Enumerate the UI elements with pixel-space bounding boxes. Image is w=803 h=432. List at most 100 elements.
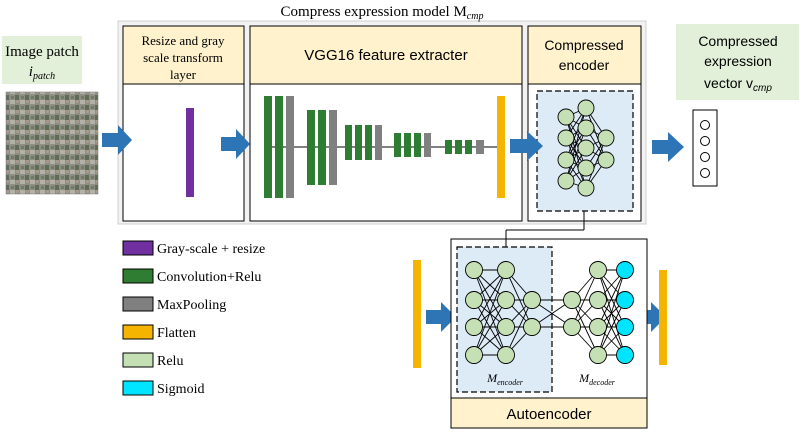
network-node bbox=[557, 108, 575, 126]
resize-label-1: Resize and gray bbox=[141, 33, 225, 48]
vgg-flatten-layer bbox=[497, 96, 505, 198]
legend-label: Sigmoid bbox=[157, 382, 204, 397]
autoencoder-output-flatten bbox=[659, 270, 667, 365]
legend-label: Relu bbox=[157, 354, 183, 369]
arrow-flatten-to-autoencoder bbox=[426, 302, 456, 332]
network-node bbox=[465, 346, 483, 364]
legend-swatch bbox=[122, 324, 154, 340]
arrow-encoder-to-vector bbox=[652, 132, 684, 162]
autoencoder-label: Autoencoder bbox=[506, 406, 591, 423]
legend: Gray-scale + resizeConvolution+ReluMaxPo… bbox=[122, 240, 265, 397]
arrow-resize-to-vgg bbox=[221, 129, 250, 159]
resize-label-3: layer bbox=[170, 67, 197, 82]
network-edge bbox=[473, 269, 507, 356]
network-edge bbox=[505, 299, 533, 356]
vector-node bbox=[700, 168, 710, 178]
network-node bbox=[616, 346, 634, 364]
image-patch-label: Image patch bbox=[5, 44, 79, 60]
legend-swatch bbox=[122, 352, 154, 368]
decoder-network-label: Mdecoder bbox=[578, 371, 616, 387]
model-title: Compress expression model Mcmp bbox=[281, 4, 484, 22]
resize-label-2: scale transform bbox=[143, 50, 223, 65]
network-node bbox=[497, 346, 515, 364]
network-edge bbox=[565, 107, 587, 182]
network-edge bbox=[571, 299, 599, 356]
network-node bbox=[465, 261, 483, 279]
network-node bbox=[465, 318, 483, 336]
network-edge bbox=[597, 269, 626, 328]
arrow-vgg-to-encoder bbox=[510, 131, 543, 161]
network-node bbox=[497, 291, 515, 309]
network-node bbox=[589, 291, 607, 309]
network-edge bbox=[571, 269, 599, 328]
network-node bbox=[577, 99, 595, 117]
network-node bbox=[563, 291, 581, 309]
image-patch-var: ipatch bbox=[29, 64, 55, 82]
vgg-block-3 bbox=[345, 125, 382, 160]
network-edge bbox=[505, 269, 533, 328]
vector-node bbox=[700, 152, 710, 162]
vector-label-1: Compressed bbox=[698, 33, 777, 49]
network-node bbox=[616, 291, 634, 309]
network-node bbox=[616, 261, 634, 279]
legend-swatch bbox=[122, 240, 154, 256]
vgg-block-1 bbox=[264, 96, 294, 198]
network-edge bbox=[473, 269, 507, 328]
network-edge bbox=[597, 299, 626, 356]
encoder-label-box bbox=[527, 25, 642, 85]
network-edge bbox=[473, 299, 507, 356]
network-node bbox=[557, 151, 575, 169]
vector-label-3: vector vcmp bbox=[704, 75, 772, 94]
legend-swatch bbox=[122, 296, 154, 312]
legend-swatch bbox=[122, 268, 154, 284]
resize-label-box bbox=[122, 25, 245, 85]
encoder-network-label: Mencoder bbox=[486, 371, 524, 387]
arrow-autoencoder-to-flatten bbox=[636, 302, 666, 332]
network-node bbox=[523, 318, 541, 336]
network-node bbox=[577, 139, 595, 157]
autoencoder-input-flatten bbox=[413, 260, 421, 368]
vgg-block-4 bbox=[394, 133, 431, 157]
legend-label: Convolution+Relu bbox=[157, 270, 261, 285]
network-node bbox=[497, 318, 515, 336]
vgg-label: VGG16 feature extracter bbox=[304, 47, 467, 64]
vector-node bbox=[700, 136, 710, 146]
network-node bbox=[557, 129, 575, 147]
network-edge bbox=[585, 137, 607, 189]
network-node bbox=[616, 318, 634, 336]
network-node bbox=[497, 261, 515, 279]
network-edge bbox=[565, 137, 587, 189]
network-edge bbox=[565, 127, 587, 182]
network-node bbox=[557, 172, 575, 190]
network-edge bbox=[585, 107, 607, 161]
network-node bbox=[589, 318, 607, 336]
network-edge bbox=[597, 269, 626, 356]
legend-label: Flatten bbox=[157, 326, 196, 341]
arrow-image-to-resize bbox=[102, 125, 132, 155]
network-node bbox=[589, 346, 607, 364]
network-node bbox=[589, 261, 607, 279]
legend-swatch bbox=[122, 380, 154, 396]
vgg-block-2 bbox=[307, 110, 337, 185]
vgg-label-box bbox=[249, 25, 523, 85]
compressed-encoder-nodes bbox=[557, 99, 615, 197]
legend-label: Gray-scale + resize bbox=[157, 242, 265, 257]
network-node bbox=[563, 318, 581, 336]
image-patch bbox=[5, 91, 99, 195]
network-node bbox=[597, 151, 615, 169]
network-node bbox=[523, 291, 541, 309]
vector-label-box bbox=[676, 24, 799, 100]
network-node bbox=[465, 291, 483, 309]
network-node bbox=[577, 119, 595, 137]
image-patch-label-box bbox=[2, 36, 82, 84]
grayscale-resize-layer bbox=[186, 108, 194, 197]
autoencoder-label-box bbox=[450, 397, 648, 429]
vgg-block-5 bbox=[445, 140, 484, 154]
legend-label: MaxPooling bbox=[157, 298, 226, 313]
encoder-label-2: encoder bbox=[559, 57, 610, 73]
network-edge bbox=[565, 107, 587, 161]
autoencoder-nodes bbox=[465, 261, 634, 364]
network-node bbox=[577, 179, 595, 197]
encoder-label-1: Compressed bbox=[544, 37, 623, 53]
